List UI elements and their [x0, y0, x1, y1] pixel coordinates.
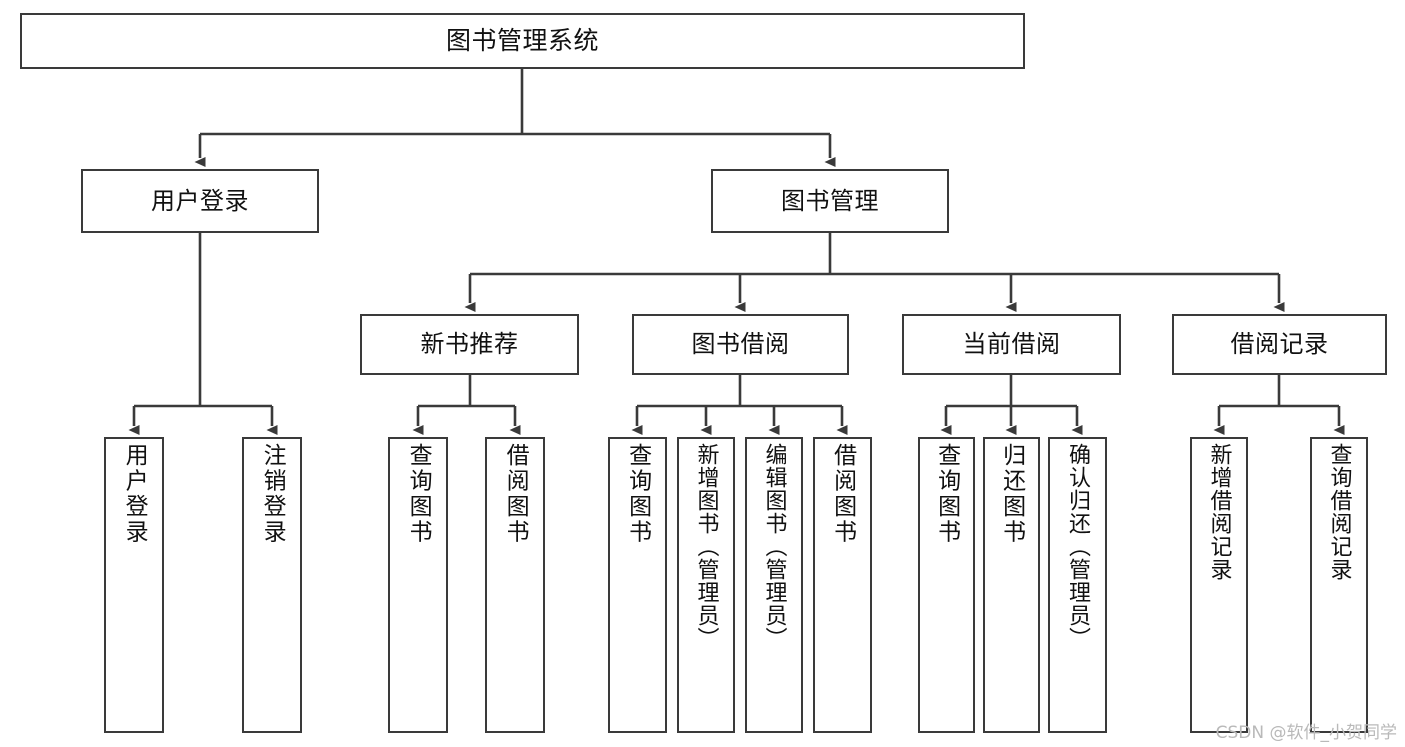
node-leaf-add-borrow-record-label: 新增借阅记录: [1206, 443, 1232, 581]
node-root-label: 图书管理系统: [445, 26, 599, 56]
node-leaf-add-book-admin[interactable]: 新增图书（管理员）: [677, 437, 735, 733]
node-leaf-query-book-current-label: 查询图书: [933, 443, 960, 545]
node-level2-current-borrow[interactable]: 当前借阅: [902, 314, 1121, 375]
node-level2-book-borrow[interactable]: 图书借阅: [632, 314, 849, 375]
node-leaf-confirm-return-admin[interactable]: 确认归还（管理员）: [1048, 437, 1107, 733]
node-level2-new-book-recommend-label: 新书推荐: [420, 330, 519, 359]
node-level1-user-login[interactable]: 用户登录: [81, 169, 319, 233]
node-leaf-borrow-book-label: 借阅图书: [829, 443, 856, 545]
node-leaf-query-borrow-record-label: 查询借阅记录: [1326, 443, 1352, 581]
node-level2-current-borrow-label: 当前借阅: [962, 330, 1061, 359]
node-level1-book-management-label: 图书管理: [781, 186, 879, 215]
node-leaf-edit-book-admin-label: 编辑图书（管理员）: [761, 443, 787, 650]
node-level2-borrow-record[interactable]: 借阅记录: [1172, 314, 1387, 375]
node-leaf-logout-label: 注销登录: [259, 443, 286, 545]
node-level2-new-book-recommend[interactable]: 新书推荐: [360, 314, 579, 375]
node-leaf-query-book-recommend-label: 查询图书: [405, 443, 432, 545]
node-leaf-query-book-borrow[interactable]: 查询图书: [608, 437, 667, 733]
node-leaf-add-borrow-record[interactable]: 新增借阅记录: [1190, 437, 1248, 733]
node-leaf-edit-book-admin[interactable]: 编辑图书（管理员）: [745, 437, 803, 733]
node-leaf-query-book-current[interactable]: 查询图书: [918, 437, 975, 733]
node-leaf-return-book[interactable]: 归还图书: [983, 437, 1040, 733]
node-leaf-query-book-recommend[interactable]: 查询图书: [388, 437, 448, 733]
node-root[interactable]: 图书管理系统: [20, 13, 1025, 69]
node-leaf-confirm-return-admin-label: 确认归还（管理员）: [1065, 443, 1091, 650]
node-leaf-user-login[interactable]: 用户登录: [104, 437, 164, 733]
node-leaf-user-login-label: 用户登录: [121, 443, 148, 545]
node-leaf-query-borrow-record[interactable]: 查询借阅记录: [1310, 437, 1368, 733]
node-leaf-return-book-label: 归还图书: [998, 443, 1025, 545]
node-level1-user-login-label: 用户登录: [151, 186, 249, 215]
node-leaf-borrow-book-recommend[interactable]: 借阅图书: [485, 437, 545, 733]
node-level1-book-management[interactable]: 图书管理: [711, 169, 949, 233]
node-level2-borrow-record-label: 借阅记录: [1230, 330, 1329, 359]
node-leaf-query-book-borrow-label: 查询图书: [624, 443, 651, 545]
node-leaf-borrow-book[interactable]: 借阅图书: [813, 437, 872, 733]
node-leaf-add-book-admin-label: 新增图书（管理员）: [693, 443, 719, 650]
node-leaf-logout[interactable]: 注销登录: [242, 437, 302, 733]
node-level2-book-borrow-label: 图书借阅: [691, 330, 790, 359]
csdn-watermark: CSDN @软件_小贺同学: [1215, 723, 1397, 743]
node-leaf-borrow-book-recommend-label: 借阅图书: [502, 443, 529, 545]
